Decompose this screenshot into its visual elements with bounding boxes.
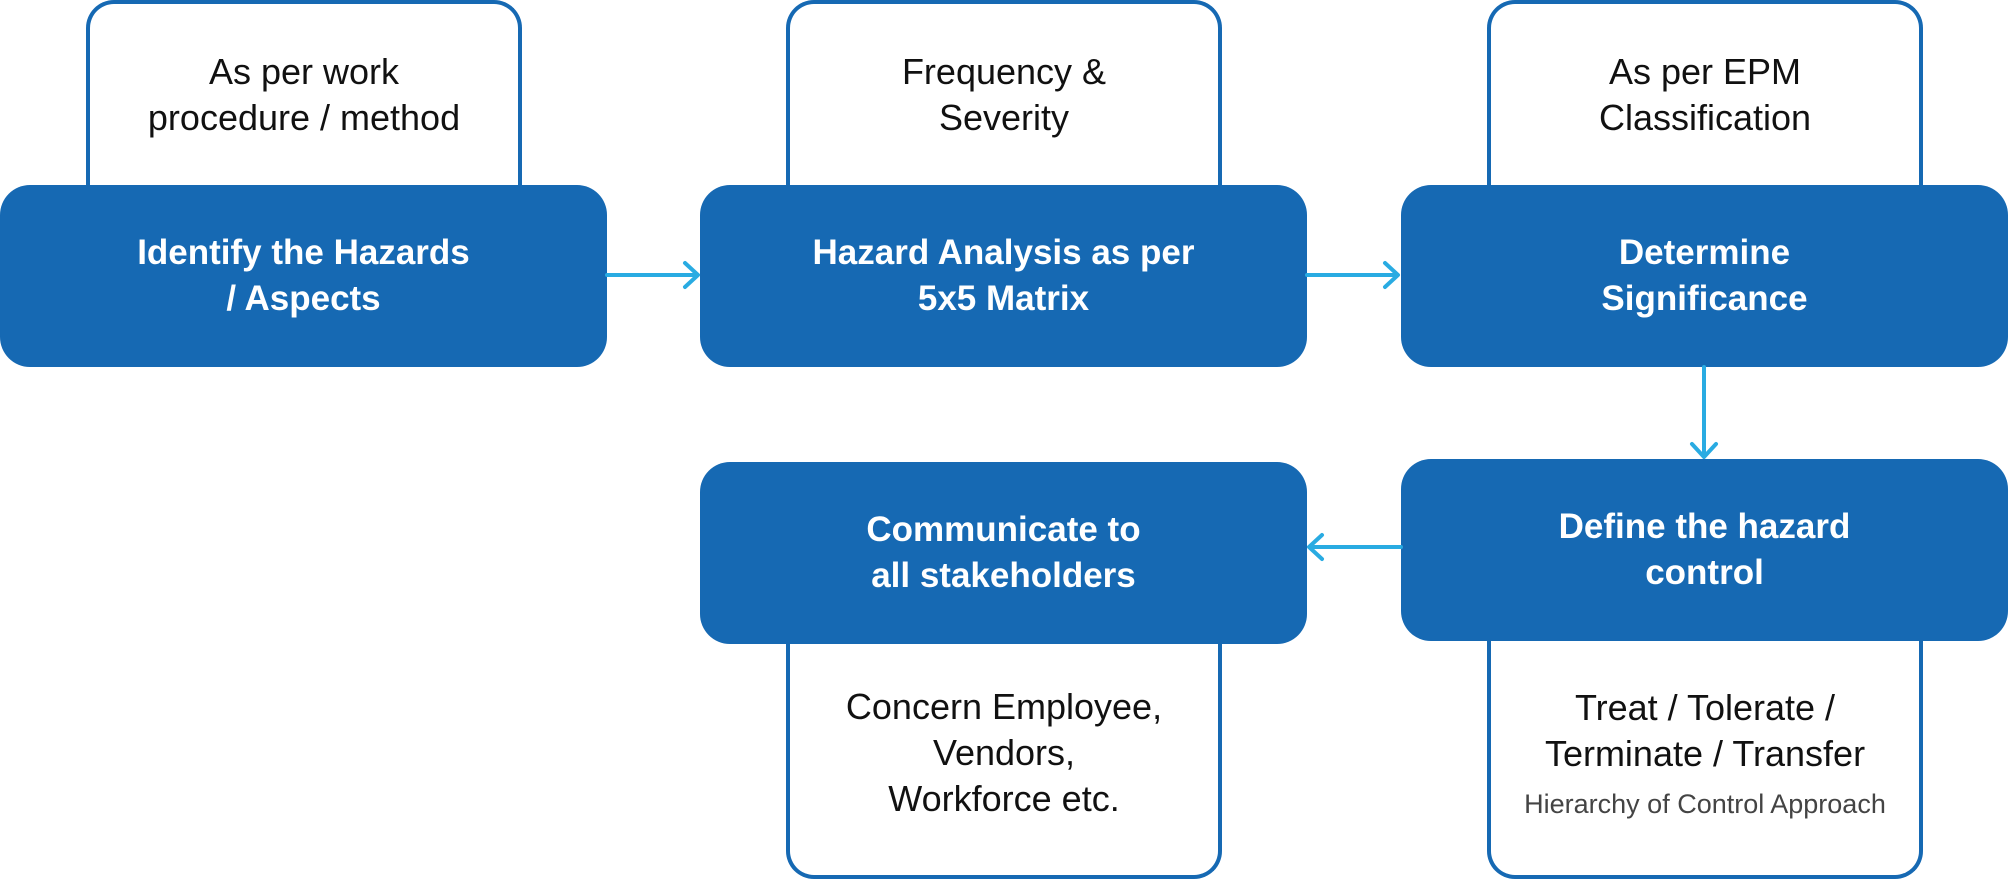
note-text: As per EPM	[1608, 51, 1802, 92]
step-label: 5x5 Matrix	[917, 279, 1090, 318]
step-identify-hazards: Identify the Hazards / Aspects	[0, 185, 607, 367]
step-label: Communicate to	[866, 510, 1141, 549]
note-text: Concern Employee,	[845, 685, 1163, 727]
note-control-options: Treat / Tolerate / Terminate / Transfer …	[1487, 636, 1923, 879]
step-label: Identify the Hazards	[137, 233, 470, 272]
note-epm-classification: As per EPM Classification	[1487, 0, 1923, 186]
step-communicate: Communicate to all stakeholders	[700, 462, 1307, 644]
arrow-define-to-communicate	[1307, 533, 1403, 561]
step-label: Hazard Analysis as per	[812, 233, 1195, 272]
note-text: Treat / Tolerate /	[1574, 686, 1836, 728]
note-stakeholder-groups: Concern Employee, Vendors, Workforce etc…	[786, 640, 1222, 879]
arrow-identify-to-analysis	[605, 261, 700, 289]
step-define-control: Define the hazard control	[1401, 459, 2008, 641]
step-hazard-analysis: Hazard Analysis as per 5x5 Matrix	[700, 185, 1307, 367]
note-text: Classification	[1598, 97, 1812, 138]
note-text: procedure / method	[147, 97, 461, 138]
note-subtext: Hierarchy of Control Approach	[1524, 788, 1886, 819]
step-label: all stakeholders	[871, 556, 1136, 595]
step-determine-significance: Determine Significance	[1401, 185, 2008, 367]
note-text: As per work	[208, 51, 400, 92]
step-label: control	[1645, 553, 1764, 592]
note-text: Frequency &	[901, 51, 1107, 92]
note-frequency-severity: Frequency & Severity	[786, 0, 1222, 186]
step-label: Determine	[1618, 233, 1791, 272]
step-label: / Aspects	[226, 279, 381, 318]
note-text: Vendors,	[932, 731, 1076, 773]
arrow-analysis-to-significance	[1305, 261, 1400, 289]
note-text: Severity	[938, 97, 1070, 138]
note-work-procedure: As per work procedure / method	[86, 0, 522, 186]
note-text: Workforce etc.	[888, 777, 1120, 819]
step-label: Significance	[1601, 279, 1808, 318]
step-label: Define the hazard	[1558, 507, 1851, 546]
arrow-significance-to-define	[1690, 365, 1718, 459]
note-text: Terminate / Transfer	[1544, 732, 1866, 774]
